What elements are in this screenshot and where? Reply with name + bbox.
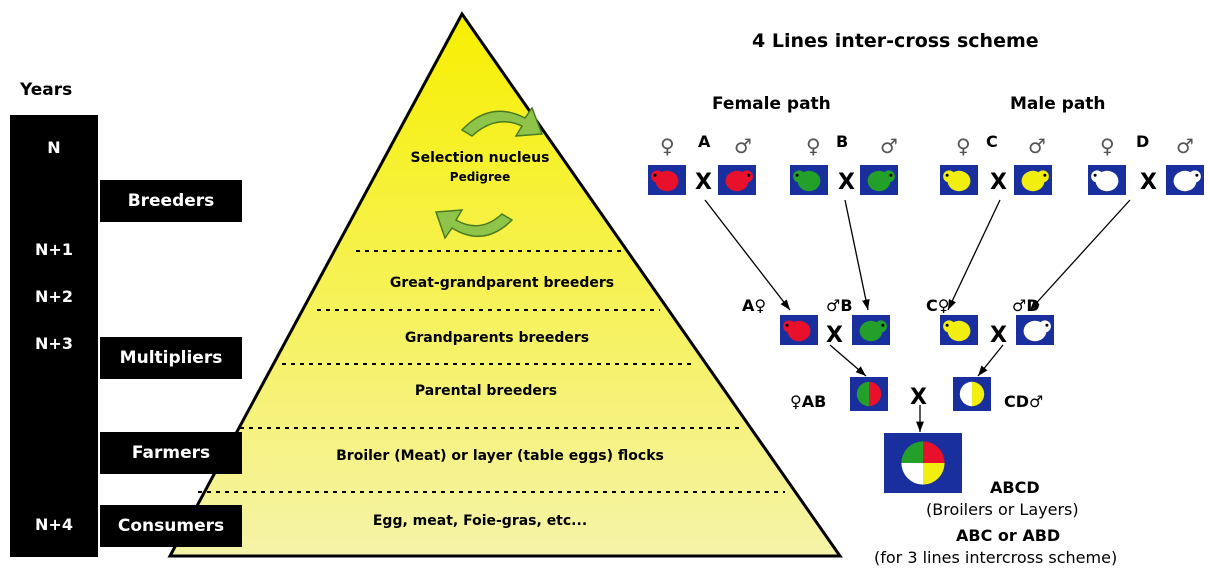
level-flocks: Broiler (Meat) or layer (table eggs) flo…	[336, 448, 664, 464]
year-n3: N+3	[35, 334, 73, 353]
cross-arrows	[704, 199, 1131, 432]
year-n4: N+4	[35, 515, 73, 534]
nucleus-title: Selection nucleus	[410, 150, 550, 166]
year-n2: N+2	[35, 287, 73, 306]
line-a: A	[698, 132, 711, 151]
final-sub: (Broilers or Layers)	[926, 500, 1079, 519]
nucleus-sub: Pedigree	[449, 170, 511, 184]
male-path-title: Male path	[1010, 94, 1106, 114]
label-cd: CD♂	[1004, 392, 1044, 411]
years-title: Years	[20, 80, 73, 100]
level-parental: Parental breeders	[414, 383, 558, 399]
pair-label-a: A♀	[742, 296, 767, 315]
role-breeders: Breeders	[100, 180, 242, 222]
cross-a: X	[695, 170, 712, 195]
role-consumers: Consumers	[100, 505, 242, 547]
male-symbol-a: ♂	[734, 134, 752, 158]
year-n1: N+1	[35, 240, 73, 259]
years-column	[10, 115, 98, 557]
alt-label: ABC or ABD	[956, 526, 1061, 545]
line-b: B	[836, 132, 849, 151]
female-symbol-c: ♀	[956, 134, 971, 158]
alt-sub: (for 3 lines intercross scheme)	[874, 548, 1118, 567]
cross-d: X	[1140, 170, 1157, 195]
role-farmers: Farmers	[100, 432, 242, 474]
female-symbol-a: ♀	[660, 134, 675, 158]
cross-b: X	[838, 170, 855, 195]
cross-ab: X	[826, 323, 843, 348]
male-symbol-d: ♂	[1176, 134, 1194, 158]
pair-label-c: C♀	[926, 296, 950, 315]
pyramid	[167, 11, 843, 558]
female-symbol-d: ♀	[1100, 134, 1115, 158]
level-consumption: Egg, meat, Foie-gras, etc...	[372, 513, 588, 529]
pair-label-d: ♂D	[1012, 296, 1040, 315]
year-n: N	[47, 138, 61, 157]
line-c: C	[986, 132, 998, 151]
cross-cd: X	[990, 323, 1007, 348]
male-symbol-c: ♂	[1028, 134, 1046, 158]
line-d: D	[1136, 132, 1150, 151]
female-path-title: Female path	[712, 94, 831, 114]
final-label: ABCD	[990, 478, 1040, 497]
level-great-grandparent: Great-grandparent breeders	[389, 275, 615, 291]
cross-abcd: X	[910, 385, 927, 410]
cross-c: X	[990, 170, 1007, 195]
label-ab: ♀AB	[790, 392, 827, 411]
pyramid-dividers	[198, 250, 785, 493]
level-grandparents: Grandparents breeders	[404, 330, 590, 346]
pair-label-b: ♂B	[826, 296, 853, 315]
female-symbol-b: ♀	[806, 134, 821, 158]
cycle-arrow-icon	[434, 106, 544, 240]
role-multipliers: Multipliers	[100, 337, 242, 379]
male-symbol-b: ♂	[880, 134, 898, 158]
scheme-title: 4 Lines inter-cross scheme	[752, 30, 1039, 52]
